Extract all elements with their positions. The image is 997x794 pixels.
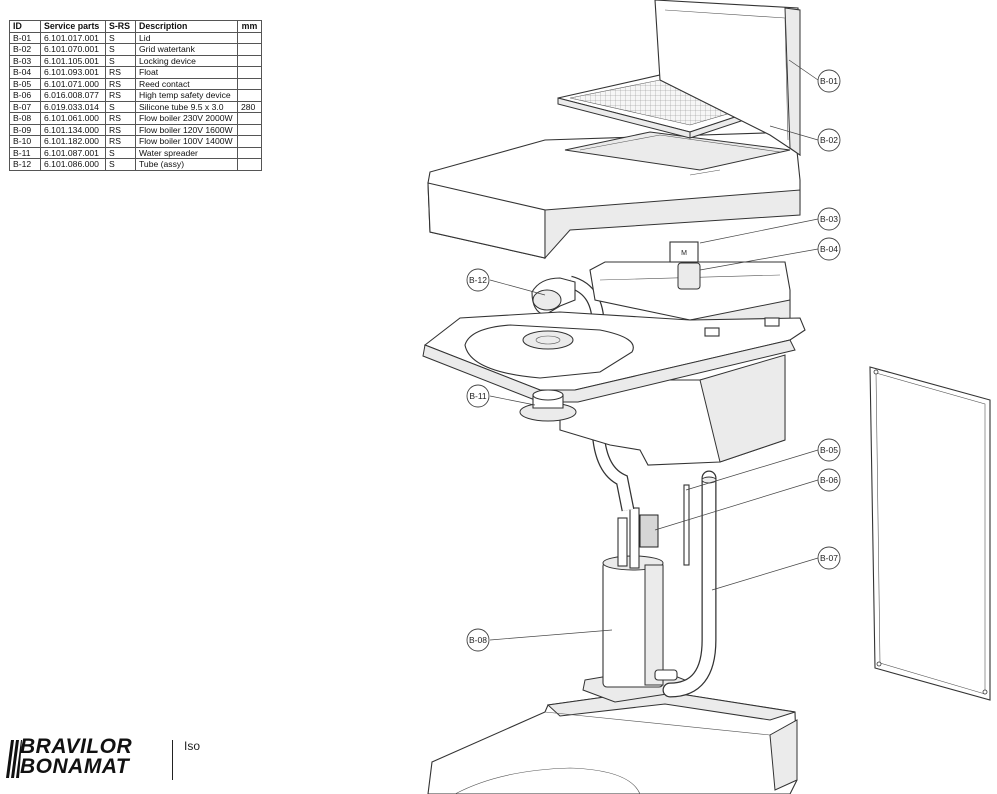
callout-b04: B-04 <box>817 237 841 261</box>
cell-part: 6.101.070.001 <box>40 43 106 56</box>
cell-desc: Flow boiler 100V 1400W <box>135 135 238 148</box>
callout-b01: B-01 <box>817 69 841 93</box>
table-header-row: ID Service parts S-RS Description mm <box>9 20 262 33</box>
lid <box>654 0 801 157</box>
parts-table: ID Service parts S-RS Description mm B-0… <box>9 20 262 171</box>
callout-b05-label: B-05 <box>820 445 838 455</box>
callout-b06: B-06 <box>817 468 841 492</box>
water-spreader <box>519 389 577 422</box>
cell-mm <box>237 43 262 56</box>
distribution-plate <box>422 311 806 403</box>
flow-boiler <box>582 507 686 703</box>
callout-b11: B-11 <box>466 384 490 408</box>
callout-b12: B-12 <box>466 268 490 292</box>
callout-b03-label: B-03 <box>820 214 838 224</box>
cell-mm <box>237 146 262 159</box>
silicone-tube <box>662 470 717 698</box>
cell-mm <box>237 135 262 148</box>
callout-b08: B-08 <box>466 628 490 652</box>
callout-b03: B-03 <box>817 207 841 231</box>
callout-b07: B-07 <box>817 546 841 570</box>
cell-srs: S <box>105 158 136 171</box>
side-panel <box>869 366 991 701</box>
cell-mm <box>237 158 262 171</box>
locking-device: M <box>669 241 699 263</box>
reed-contact <box>683 484 690 566</box>
cell-id: B-01 <box>9 31 41 44</box>
callout-b06-label: B-06 <box>820 475 838 485</box>
cell-part: 6.101.182.000 <box>40 135 106 148</box>
model-name: Iso <box>184 739 201 753</box>
cell-id: B-09 <box>9 123 41 136</box>
callout-b05: B-05 <box>817 438 841 462</box>
cell-mm <box>237 123 262 136</box>
float <box>677 262 701 290</box>
logo-bars-icon <box>6 740 22 778</box>
callout-b12-label: B-12 <box>469 275 487 285</box>
leader-lines <box>489 59 819 641</box>
callout-b02-label: B-02 <box>820 135 838 145</box>
callout-b01-label: B-01 <box>820 76 838 86</box>
callout-b11-label: B-11 <box>469 391 487 401</box>
cell-srs: S <box>105 31 136 44</box>
locking-device-mark: M <box>681 250 687 257</box>
logo-line-2: BONAMAT <box>20 755 130 778</box>
cell-mm: 280 <box>237 100 262 113</box>
cell-mm <box>237 31 262 44</box>
machine-housing <box>427 131 801 260</box>
callout-b04-label: B-04 <box>820 244 838 254</box>
callout-b08-label: B-08 <box>469 635 487 645</box>
cell-part: 6.101.086.000 <box>40 158 106 171</box>
cell-part: 6.101.017.001 <box>40 31 106 44</box>
callout-b02: B-02 <box>817 128 841 152</box>
brand-logo: BRAVILOR BONAMAT <box>20 735 133 778</box>
machine-base <box>427 689 798 794</box>
logo-line-1: BRAVILOR <box>20 735 133 758</box>
callout-b07-label: B-07 <box>820 553 838 563</box>
logo-divider <box>172 740 173 780</box>
